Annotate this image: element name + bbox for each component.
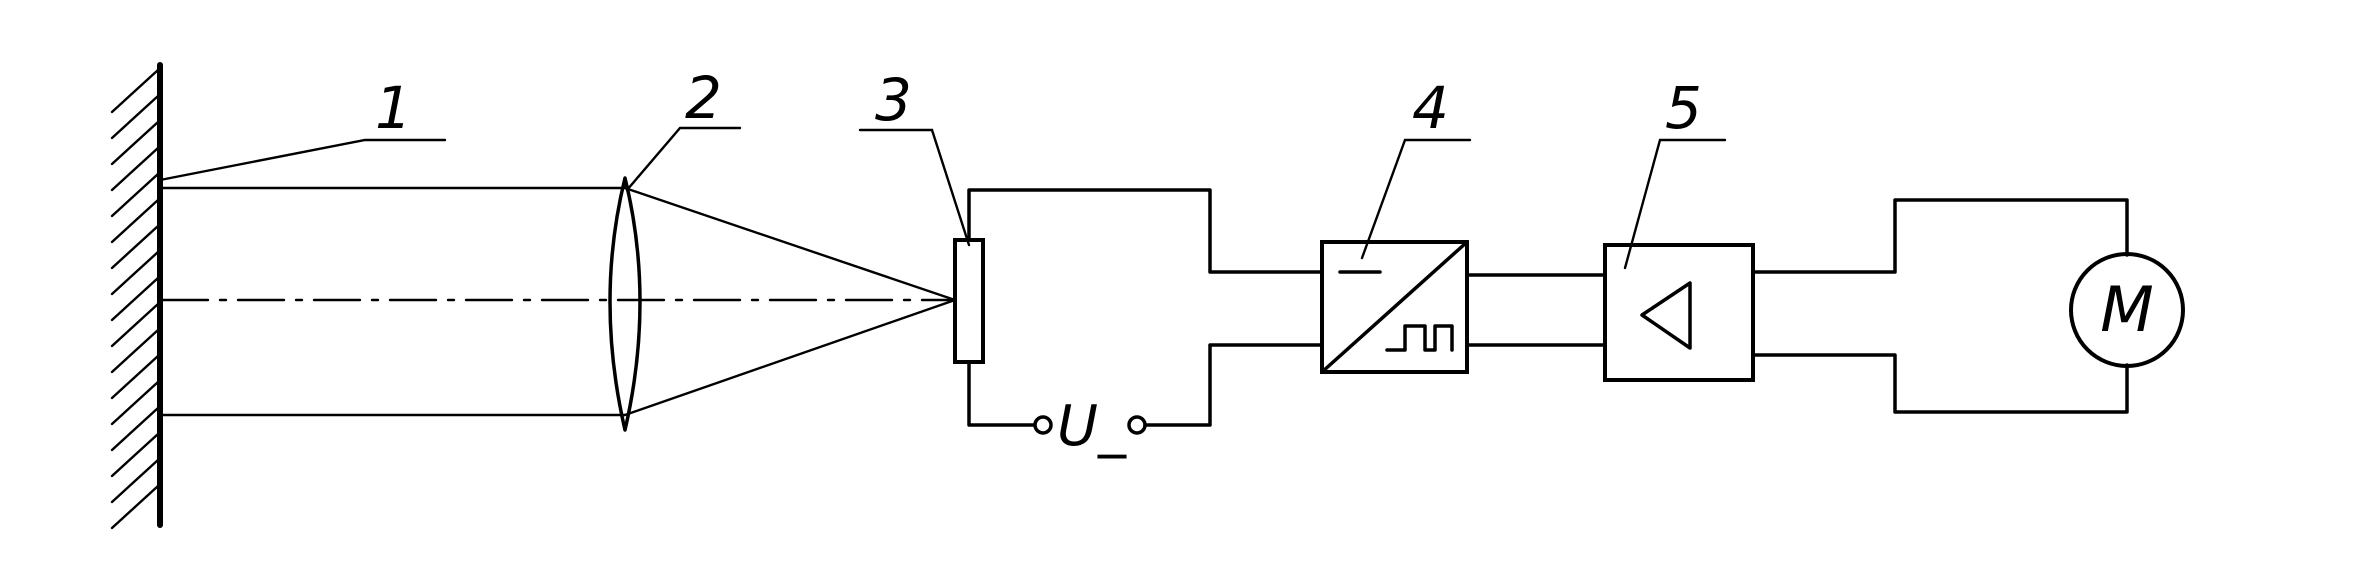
hatch-line (110, 146, 160, 192)
motor-label: M (2100, 273, 2154, 346)
callout-4: 4 (1412, 74, 1449, 142)
hatch-line (110, 68, 160, 114)
hatch-line (110, 406, 160, 452)
hatch-line (110, 328, 160, 374)
hatch-line (110, 302, 160, 348)
amplifier-triangle-icon (1640, 281, 1692, 350)
detector-wiring (967, 188, 1324, 435)
lens (608, 176, 642, 432)
hatch-line (110, 94, 160, 140)
callout-3: 3 (875, 66, 912, 134)
hatch-line (110, 250, 160, 296)
callout-5: 5 (1665, 74, 1702, 142)
hatch-line (110, 276, 160, 322)
hatch-line (110, 432, 160, 478)
hatch-line (110, 224, 160, 270)
analog-to-pulse-converter (1320, 240, 1469, 374)
hatch-line (110, 198, 160, 244)
target-surface (110, 62, 163, 530)
converter-amplifier-wiring (1465, 273, 1607, 347)
supply-terminal-right (1127, 415, 1147, 435)
hatch-line (110, 354, 160, 400)
light-rays (160, 186, 957, 417)
motor (2069, 252, 2185, 368)
hatch-line (110, 458, 160, 504)
amplifier (1603, 243, 1755, 382)
supply-label: U_ (1057, 394, 1127, 459)
callout-leaders (158, 126, 1727, 270)
supply-terminal-left (1033, 415, 1053, 435)
callout-2: 2 (685, 64, 722, 132)
surface-hatching (110, 68, 160, 530)
hatch-line (110, 380, 160, 426)
motor-wiring (1751, 198, 2129, 414)
photodetector (953, 238, 985, 364)
hatch-line (110, 172, 160, 218)
hatch-line (110, 120, 160, 166)
callout-1: 1 (375, 74, 412, 142)
hatch-line (110, 484, 160, 530)
